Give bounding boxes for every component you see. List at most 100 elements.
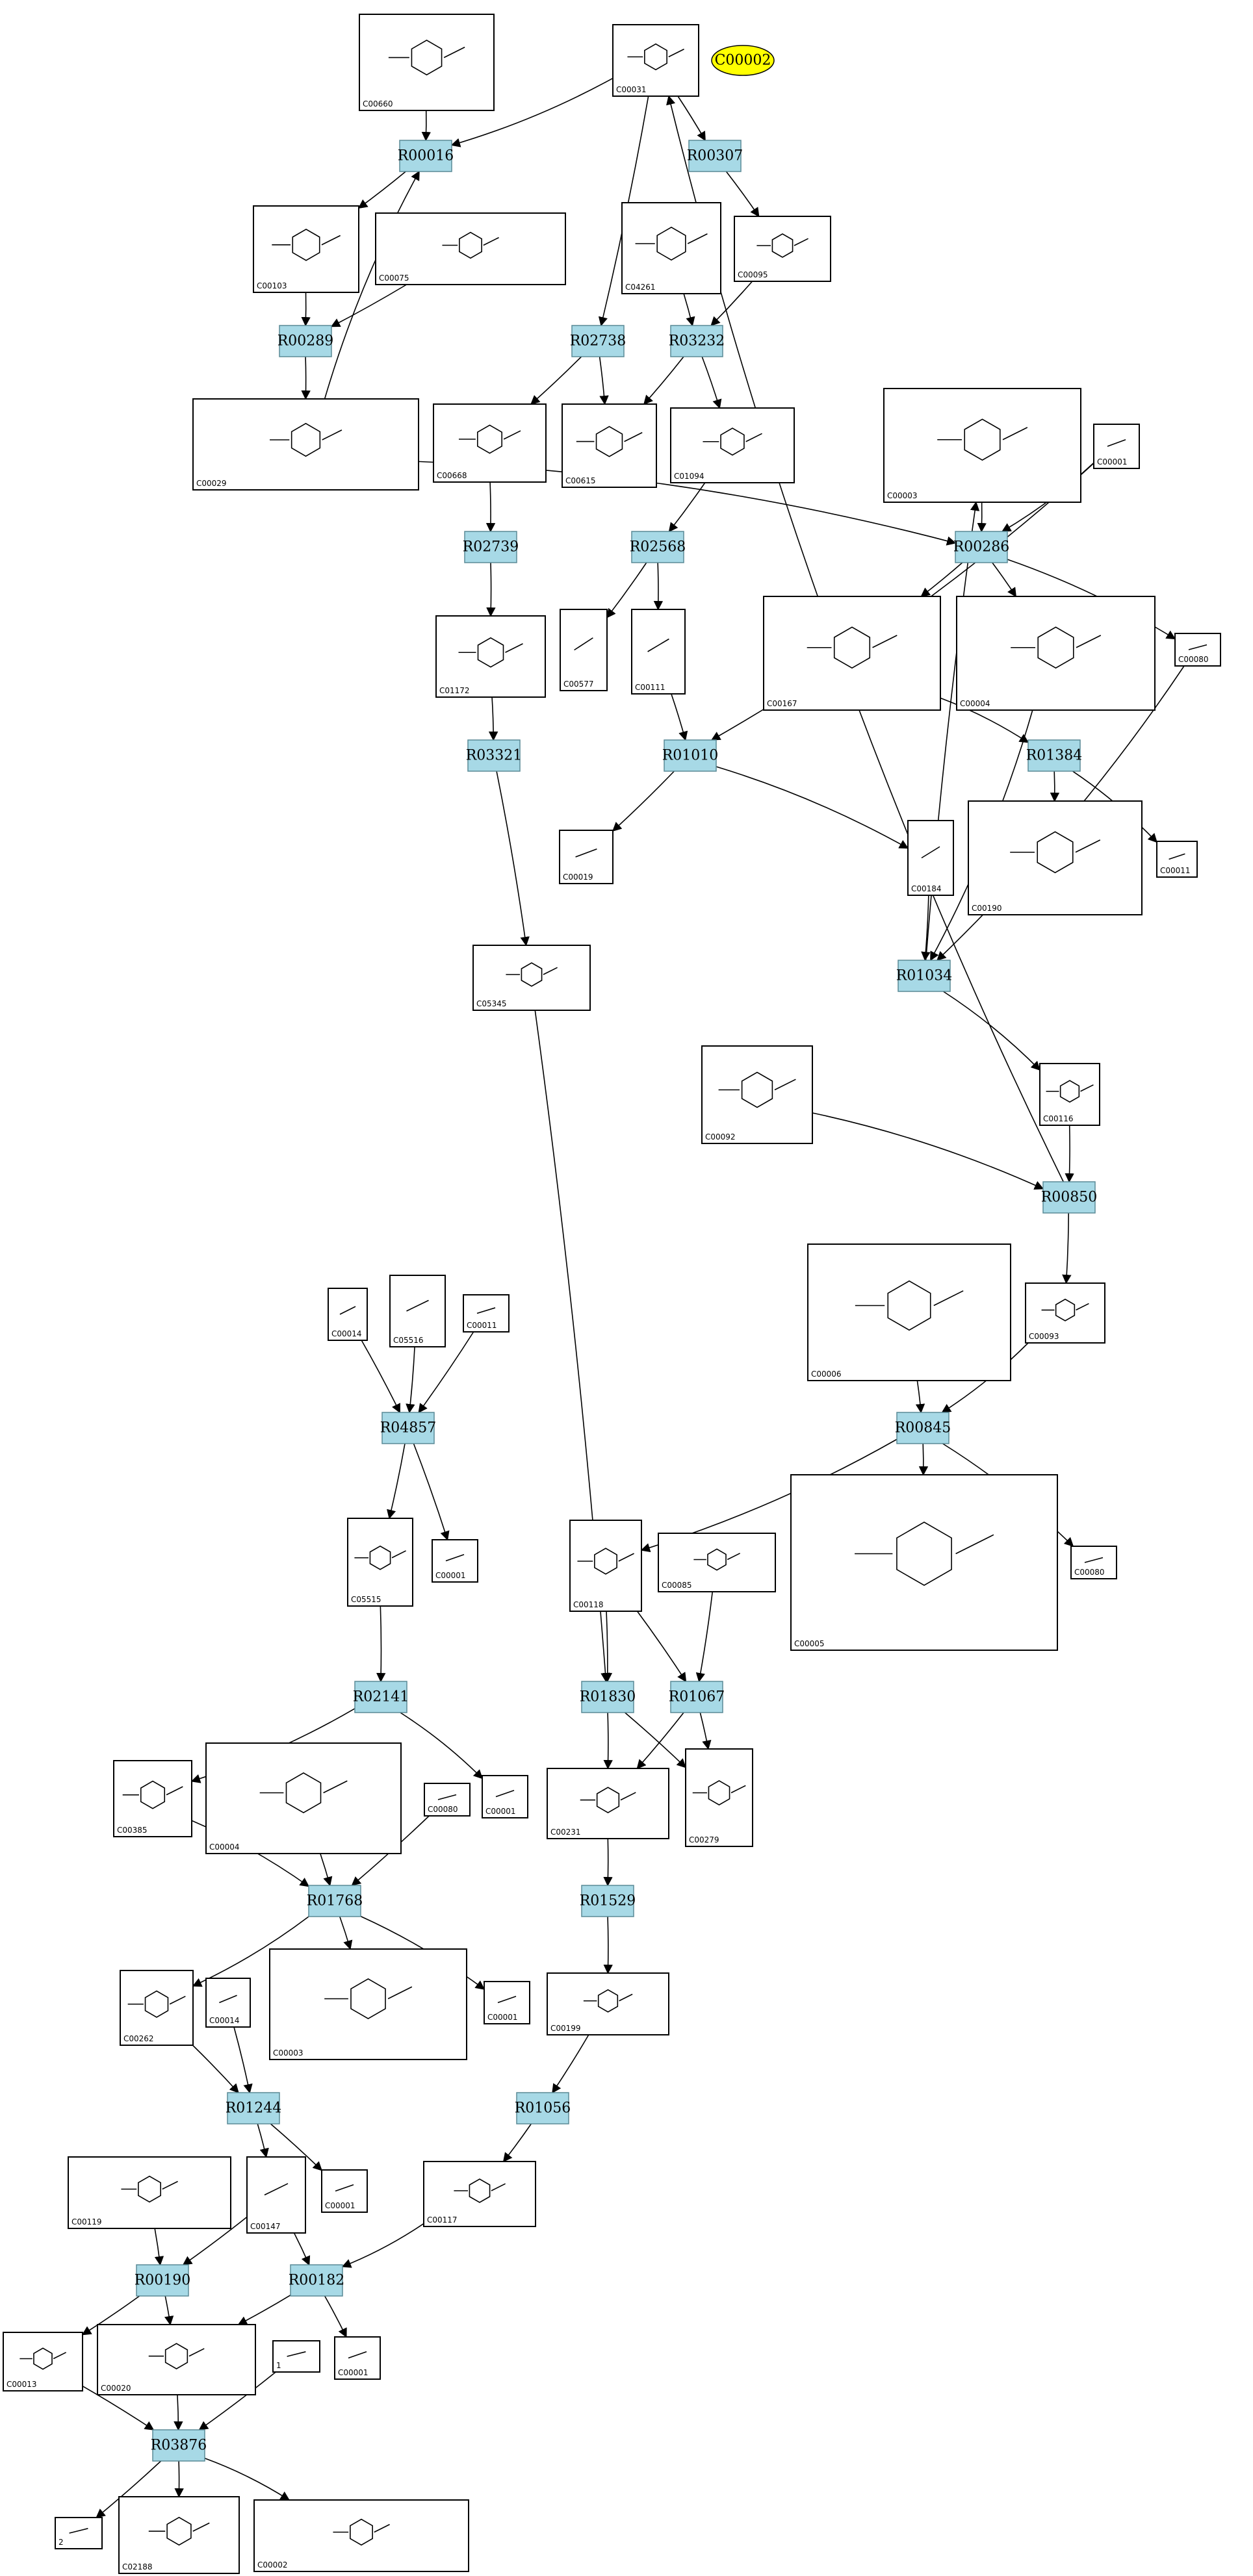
compound-C00118[interactable]: C00118 <box>569 1520 642 1612</box>
reaction-R02739[interactable]: R02739 <box>463 531 519 563</box>
compound-C00262[interactable]: C00262 <box>120 1970 194 2046</box>
compound-C00080[interactable]: C00080 <box>1174 633 1221 667</box>
compound-C01094[interactable]: C01094 <box>670 407 795 483</box>
compound-C00014[interactable]: C00014 <box>205 1978 251 2028</box>
compound-id-label: C00002 <box>257 2560 288 2570</box>
reaction-R00845[interactable]: R00845 <box>895 1412 951 1444</box>
reaction-R00307[interactable]: R00307 <box>687 140 743 172</box>
compound-C05516[interactable]: C05516 <box>389 1275 446 1347</box>
reaction-R01529[interactable]: R01529 <box>580 1885 636 1917</box>
edge-R02568-C00577 <box>606 562 647 618</box>
bond <box>188 2348 205 2357</box>
highlighted-compound-ellipse[interactable]: C00002 <box>711 45 775 76</box>
reaction-R03321[interactable]: R03321 <box>466 739 523 772</box>
compound-C05345[interactable]: C05345 <box>472 945 591 1011</box>
compound-C00095[interactable]: C00095 <box>734 216 831 282</box>
compound-C02188[interactable]: C02188 <box>118 2496 240 2574</box>
reaction-R01056[interactable]: R01056 <box>515 2092 571 2124</box>
compound-C00001[interactable]: C00001 <box>484 1981 530 2024</box>
compound-C00184[interactable]: C00184 <box>907 820 954 896</box>
reaction-R00016[interactable]: R00016 <box>398 140 454 172</box>
compound-C00004[interactable]: C00004 <box>956 596 1156 711</box>
compound-C00006[interactable]: C00006 <box>807 1243 1011 1381</box>
reaction-R01244[interactable]: R01244 <box>226 2092 282 2124</box>
compound-C00085[interactable]: C00085 <box>658 1533 776 1592</box>
edge-R03876-C00002b <box>204 2458 291 2501</box>
reaction-label: R02568 <box>630 539 686 555</box>
compound-C00080[interactable]: C00080 <box>424 1783 471 1817</box>
compound-C00014[interactable]: C00014 <box>328 1288 368 1341</box>
compound-C00668[interactable]: C00668 <box>433 403 547 483</box>
compound-C00001[interactable]: C00001 <box>334 2336 381 2380</box>
compound-C00011[interactable]: C00011 <box>463 1294 510 1333</box>
compound-C00011[interactable]: C00011 <box>1156 841 1198 878</box>
bond <box>192 2522 210 2532</box>
compound-id-label: C00005 <box>794 1639 825 1648</box>
compound-C00279[interactable]: C00279 <box>685 1748 753 1847</box>
compound-C00005[interactable]: C00005 <box>790 1474 1058 1651</box>
compound-C00003[interactable]: C00003 <box>883 388 1081 503</box>
compound-C00111[interactable]: C00111 <box>631 609 686 695</box>
compound-C00001[interactable]: C00001 <box>321 2169 368 2213</box>
reaction-R02738[interactable]: R02738 <box>570 325 626 357</box>
reaction-R00190[interactable]: R00190 <box>135 2264 191 2297</box>
reaction-R00286[interactable]: R00286 <box>953 531 1010 563</box>
compound-C00147[interactable]: C00147 <box>246 2156 306 2234</box>
compound-C00577[interactable]: C00577 <box>560 609 608 691</box>
reaction-R01034[interactable]: R01034 <box>896 960 953 992</box>
reaction-label: R04857 <box>380 1420 437 1436</box>
compound-C04261[interactable]: C04261 <box>621 202 721 294</box>
bond <box>339 1306 356 1315</box>
bond <box>321 235 341 246</box>
compound-C00117[interactable]: C00117 <box>423 2161 536 2227</box>
compound-C00001[interactable]: C00001 <box>1093 424 1140 469</box>
compound-C00116[interactable]: C00116 <box>1039 1063 1100 1126</box>
reaction-R04857[interactable]: R04857 <box>380 1412 437 1444</box>
compound-C00029[interactable]: C00029 <box>192 398 419 491</box>
reaction-R02568[interactable]: R02568 <box>630 531 686 563</box>
compound-C00020[interactable]: C00020 <box>97 2324 256 2395</box>
bond <box>624 432 643 442</box>
compound-2[interactable]: 2 <box>55 2517 103 2549</box>
reaction-R01010[interactable]: R01010 <box>662 739 719 772</box>
edge-C00184-R01034 <box>921 895 931 962</box>
compound-C00019[interactable]: C00019 <box>559 830 614 884</box>
reaction-R01384[interactable]: R01384 <box>1026 739 1083 772</box>
compound-C00167[interactable]: C00167 <box>763 596 941 711</box>
compound-C00199[interactable]: C00199 <box>547 1972 669 2035</box>
compound-C00002[interactable]: C00002 <box>253 2499 469 2572</box>
compound-C00080[interactable]: C00080 <box>1070 1546 1117 1579</box>
compound-C00001[interactable]: C00001 <box>482 1775 528 1818</box>
reaction-R01768[interactable]: R01768 <box>307 1885 363 1917</box>
compound-C00190[interactable]: C00190 <box>968 800 1143 915</box>
reaction-R00182[interactable]: R00182 <box>289 2264 345 2297</box>
reaction-R00289[interactable]: R00289 <box>278 325 334 357</box>
compound-id-label: C00085 <box>662 1581 692 1590</box>
reaction-R00850[interactable]: R00850 <box>1041 1181 1098 1214</box>
compound-C00119[interactable]: C00119 <box>68 2156 231 2229</box>
compound-C00001[interactable]: C00001 <box>432 1539 478 1583</box>
compound-C00003[interactable]: C00003 <box>269 1948 467 2060</box>
compound-C01172[interactable]: C01172 <box>435 615 546 698</box>
structure-ring <box>1037 626 1074 669</box>
compound-C00660[interactable]: C00660 <box>359 14 495 111</box>
compound-C00092[interactable]: C00092 <box>701 1045 813 1144</box>
reaction-R02141[interactable]: R02141 <box>353 1681 409 1713</box>
compound-C00013[interactable]: C00013 <box>3 2332 83 2391</box>
reaction-R01830[interactable]: R01830 <box>580 1681 636 1713</box>
compound-C00031[interactable]: C00031 <box>612 24 699 97</box>
compound-C00385[interactable]: C00385 <box>113 1760 192 1837</box>
edge-C00013-R03876 <box>82 2385 155 2430</box>
compound-C00615[interactable]: C00615 <box>562 403 657 488</box>
compound-C00103[interactable]: C00103 <box>253 205 359 293</box>
reaction-R03876[interactable]: R03876 <box>151 2429 207 2462</box>
compound-C00231[interactable]: C00231 <box>547 1768 669 1839</box>
compound-id-label: C00031 <box>616 85 647 94</box>
reaction-R01067[interactable]: R01067 <box>669 1681 725 1713</box>
compound-C00093[interactable]: C00093 <box>1025 1282 1105 1344</box>
compound-C00004[interactable]: C00004 <box>205 1742 402 1854</box>
compound-1[interactable]: 1 <box>272 2340 320 2373</box>
compound-C05515[interactable]: C05515 <box>347 1518 413 1607</box>
reaction-R03232[interactable]: R03232 <box>669 325 725 357</box>
compound-C00075[interactable]: C00075 <box>375 212 566 285</box>
